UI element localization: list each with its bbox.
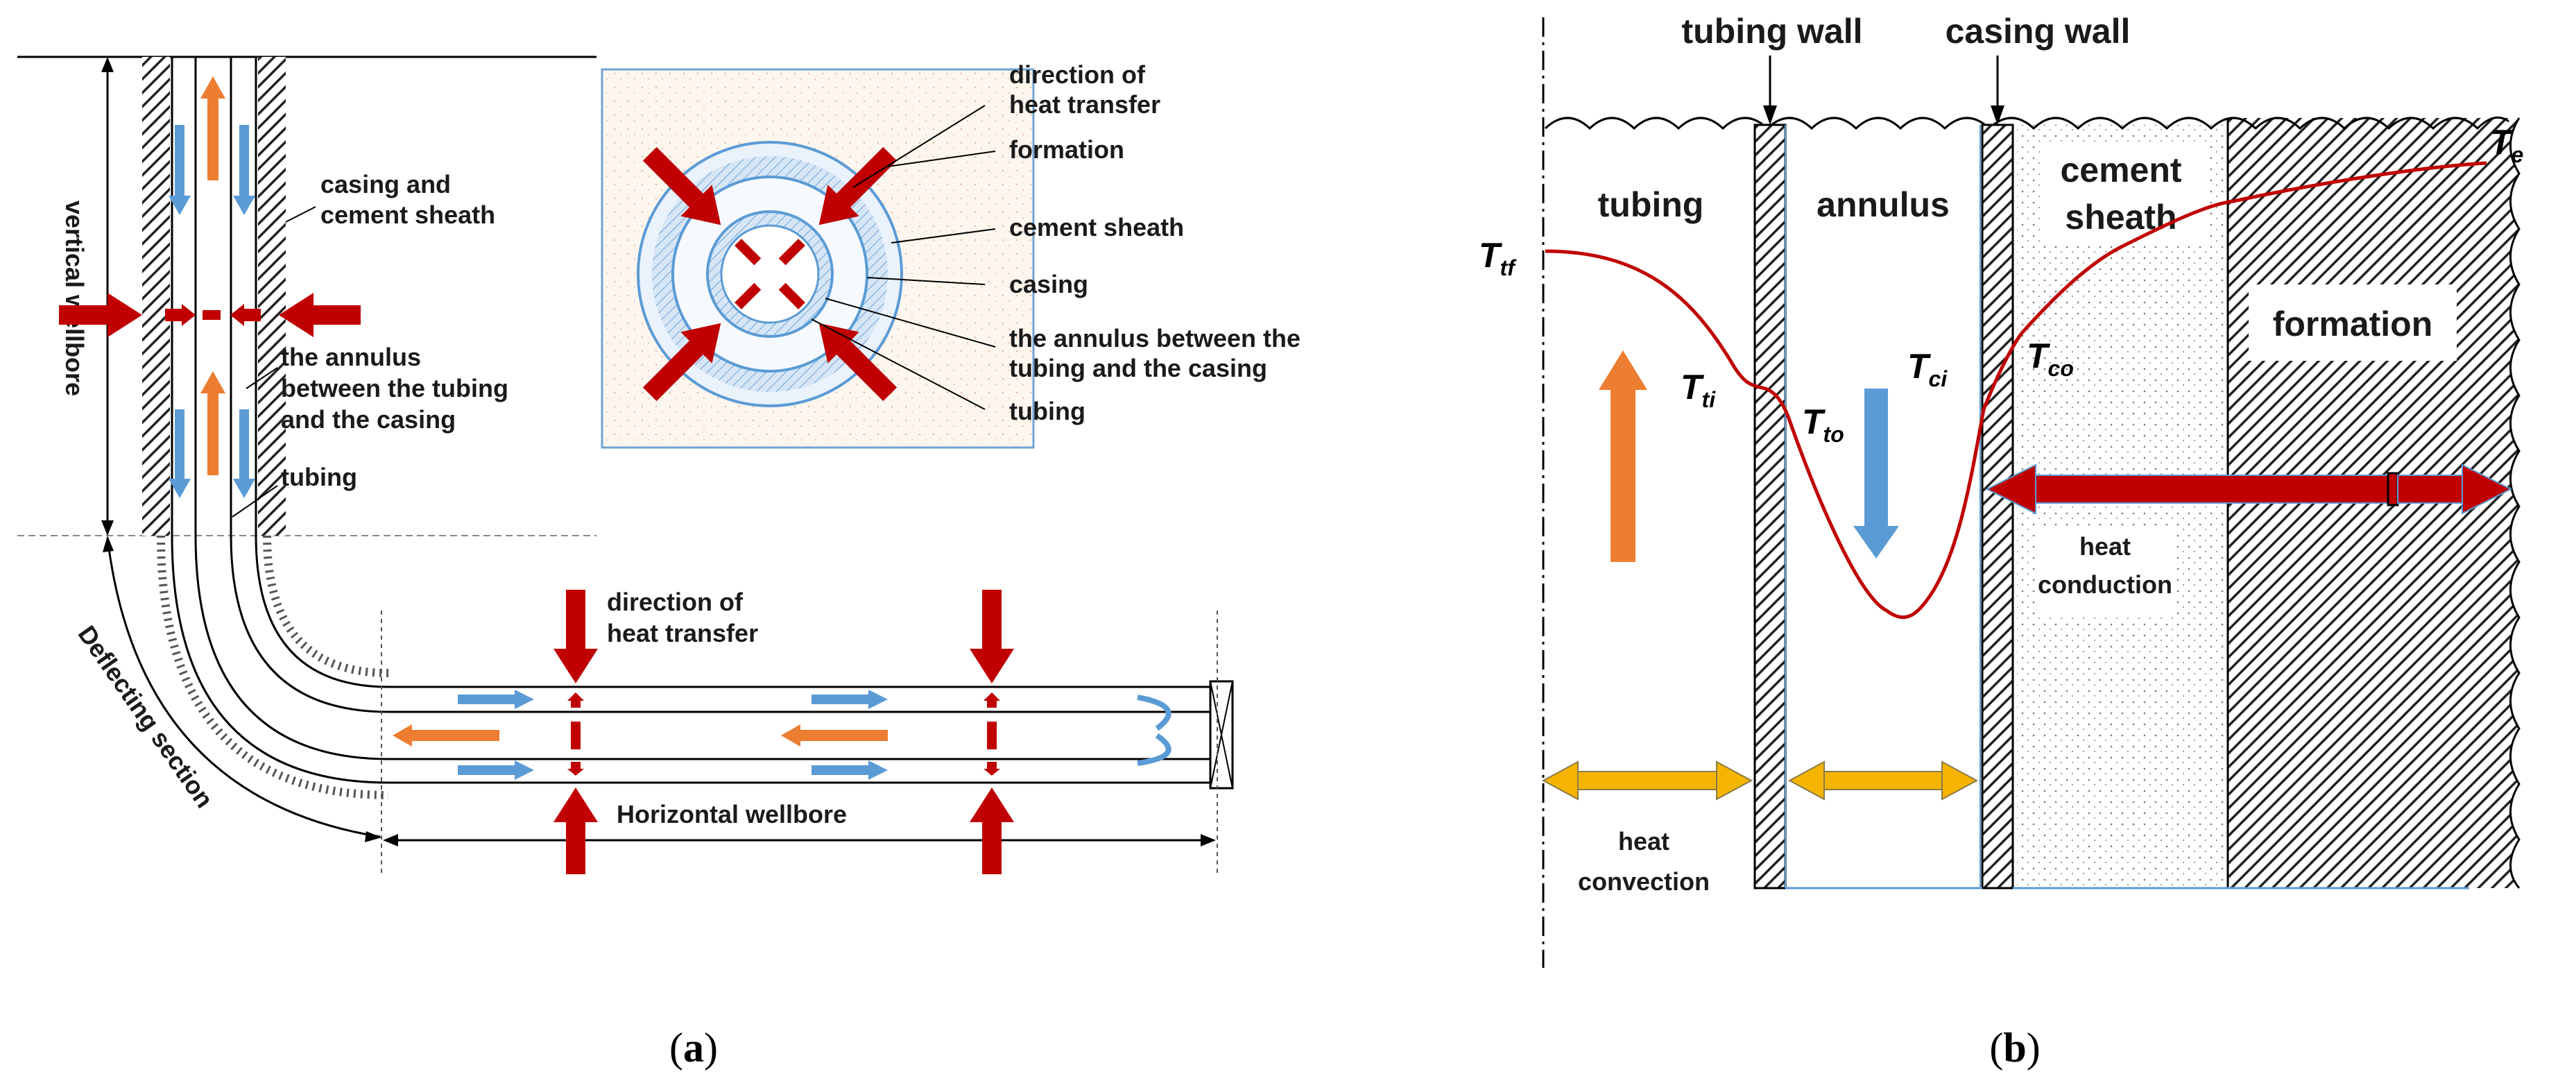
heat-conduction-label-2: conduction [2038,570,2172,599]
svg-text:cement sheath: cement sheath [1009,213,1184,241]
symbol-T-ti: Tti [1681,368,1716,412]
top-break-line [1544,116,2509,130]
svg-text:direction of: direction of [1009,60,1146,89]
deflecting-dimension [103,536,381,842]
svg-text:the annulus between the: the annulus between the [1009,324,1300,352]
deflecting-section-curves [171,535,389,784]
orange-arrow-up-1 [200,76,225,180]
cement-sheath-right [258,57,286,536]
symbol-T-tf: Ttf [1479,236,1517,280]
wall-pointers [1763,56,2004,125]
orange-arrow-up-2 [200,371,225,475]
label-annulus: the annulus between the tubing and the c… [246,343,508,434]
svg-text:tubing and the casing: tubing and the casing [1009,354,1267,382]
deflect-hatch-inner [263,535,389,677]
svg-text:tubing: tubing [1009,397,1085,425]
flow-arrows-vertical [169,76,255,498]
heat-convection-label-1: heat [1618,827,1669,855]
heat-arrows-vertical-section [59,293,361,337]
tubing-flow-arrow-up [1599,350,1647,562]
heat-transfer-label-2: heat transfer [607,619,758,647]
tubing-wall-label: tubing wall [1681,12,1862,51]
svg-text:between the tubing: between the tubing [281,374,508,402]
casing-wall [1981,124,2014,889]
svg-text:casing and: casing and [320,170,451,198]
symbol-T-e: Te [2490,123,2523,167]
cross-section-inset [601,68,1035,449]
heat-convection-label-2: convection [1578,867,1710,896]
inset-tubing-bore [720,224,820,324]
right-break-line [2509,117,2521,889]
blue-arrow-down-2 [233,125,255,215]
symbol-T-ci: Tci [1907,347,1948,391]
blue-arrow-down-4 [233,409,255,498]
cement-sheath-region [2017,125,2228,888]
cement-label-1: cement [2060,151,2181,189]
tubing-wall [1753,124,1787,889]
horizontal-wellbore-lines [388,685,1210,784]
svg-text:tubing: tubing [281,463,357,491]
vertical-wellbore-label: vertical wellbore [60,201,89,396]
svg-text:the annulus: the annulus [281,343,421,371]
symbol-T-co: Tco [2027,337,2074,381]
heat-conduction-arrow [1985,463,2513,515]
inset-heat-arrows [642,146,898,402]
inset-leaders [811,105,996,410]
casing-wall-label: casing wall [1946,12,2131,51]
horizontal-wellbore-dimension [383,834,1216,846]
tubing-region-label: tubing [1598,185,1704,224]
blue-arrow-down-1 [169,125,191,215]
heat-convection-arrows [1541,760,1979,801]
label-casing-cement: casing and cement sheath [285,170,495,229]
flow-arrows-horizontal [393,690,1171,780]
formation-region-label: formation [2273,305,2433,343]
temperature-profile [1545,161,2487,619]
heat-arrows-horizontal-section [553,590,1014,874]
svg-text:heat transfer: heat transfer [1009,90,1160,119]
svg-text:cement sheath: cement sheath [320,201,495,229]
inset-labels: direction of heat transfer formation cem… [1009,60,1300,425]
label-tubing: tubing [232,463,357,518]
annulus-flow-arrow-down [1853,389,1899,559]
panel-a: vertical wellbore [17,56,1300,1071]
deflecting-section-label: Deflecting section [73,620,219,813]
wellbore-toe [1209,680,1234,790]
symbol-T-to: Tto [1802,402,1844,447]
caption-a: (a) [669,1025,718,1071]
blue-arrow-down-3 [169,409,191,498]
annulus-region-label: annulus [1817,185,1950,224]
svg-text:casing: casing [1009,270,1088,298]
cement-sheath-left [142,57,170,536]
cement-label-2: sheath [2065,198,2176,237]
svg-text:formation: formation [1009,135,1124,164]
heat-transfer-label-1: direction of [607,588,744,616]
svg-text:and the casing: and the casing [281,405,456,434]
heat-conduction-label-1: heat [2079,532,2131,561]
panel-b: tubing wall casing wall tubing annulus c… [1479,12,2523,1071]
horizontal-wellbore-label: Horizontal wellbore [617,800,847,828]
caption-b: (b) [1989,1025,2040,1071]
